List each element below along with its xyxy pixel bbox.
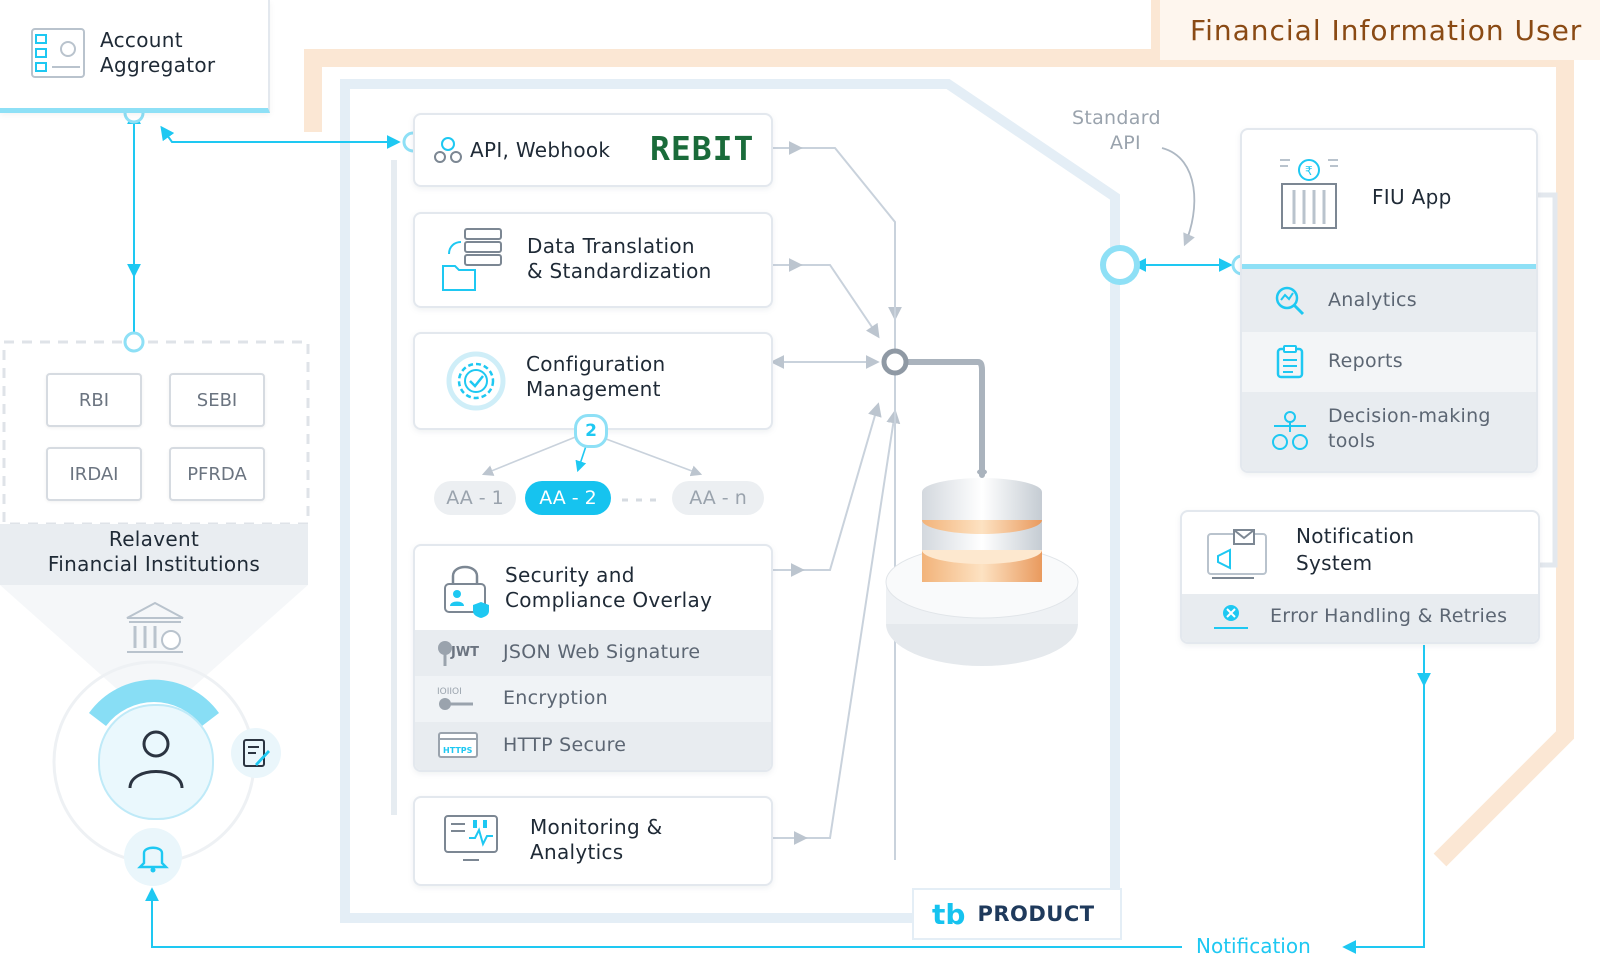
institutions-line1: Relavent bbox=[108, 527, 200, 551]
product-badge: tb PRODUCT bbox=[912, 888, 1122, 940]
regulator-irdai[interactable]: IRDAI bbox=[46, 447, 142, 501]
config-step-badge: 2 bbox=[574, 414, 608, 448]
security-item-jws-label: JSON Web Signature bbox=[503, 641, 701, 663]
fiu-app-card[interactable]: ₹ FIU App Analytics Reports bbox=[1240, 128, 1538, 473]
fiu-item-reports-label: Reports bbox=[1328, 350, 1403, 372]
aa-node-2[interactable]: AA - 2 bbox=[525, 481, 611, 515]
security-item-encryption[interactable]: IOIIOI Encryption bbox=[415, 676, 771, 722]
security-line1: Security and bbox=[505, 563, 635, 587]
data-translation-card[interactable]: Data Translation & Standardization bbox=[413, 212, 773, 308]
api-webhook-card[interactable]: API, Webhook REBIT bbox=[413, 113, 773, 187]
https-icon bbox=[438, 732, 478, 758]
security-item-jws[interactable]: JWT JSON Web Signature bbox=[415, 630, 771, 676]
fiu-item-decision-line2: tools bbox=[1328, 430, 1376, 452]
aa-node-1[interactable]: AA - 1 bbox=[434, 481, 516, 515]
product-label: PRODUCT bbox=[977, 902, 1095, 926]
security-item-encryption-label: Encryption bbox=[503, 687, 609, 709]
notification-system-card[interactable]: Notification System Error Handling & Ret… bbox=[1180, 510, 1540, 644]
key-jwt-icon bbox=[438, 641, 452, 666]
standard-api-line1: Standard bbox=[1072, 107, 1161, 129]
gear-check-icon bbox=[446, 351, 506, 411]
database-stack-icon bbox=[885, 469, 1079, 666]
error-close-icon bbox=[1214, 605, 1248, 629]
account-aggregator-line1: Account bbox=[100, 28, 183, 52]
configuration-line2: Management bbox=[526, 377, 661, 401]
notification-flow-label: Notification bbox=[1192, 934, 1315, 958]
bell-icon bbox=[137, 846, 169, 873]
tb-logo: tb bbox=[932, 897, 966, 931]
bank-icon bbox=[126, 601, 184, 653]
notification-megaphone-icon bbox=[1207, 529, 1267, 579]
error-handling-row[interactable]: Error Handling & Retries bbox=[1182, 594, 1538, 642]
fiu-item-reports[interactable]: Reports bbox=[1242, 332, 1536, 392]
aa-node-n[interactable]: AA - n bbox=[672, 481, 764, 515]
data-translation-line2: & Standardization bbox=[527, 259, 712, 283]
fiu-item-decision-tools[interactable]: Decision-making tools bbox=[1242, 392, 1536, 471]
svg-text:IOIIOI: IOIIOI bbox=[437, 687, 462, 697]
regulator-sebi[interactable]: SEBI bbox=[169, 373, 265, 427]
security-line2: Compliance Overlay bbox=[505, 588, 713, 612]
regulator-rbi[interactable]: RBI bbox=[46, 373, 142, 427]
api-webhook-label: API, Webhook bbox=[470, 138, 611, 162]
fiu-app-title: FIU App bbox=[1372, 185, 1452, 209]
account-aggregator-card[interactable]: Account Aggregator bbox=[0, 0, 270, 113]
edit-document-icon bbox=[243, 739, 270, 767]
analytics-magnifier-icon bbox=[1275, 286, 1305, 316]
account-aggregator-icon bbox=[31, 28, 85, 78]
monitoring-line1: Monitoring & bbox=[530, 815, 663, 839]
security-card[interactable]: Security and Compliance Overlay JWT JSON… bbox=[413, 544, 773, 772]
signature-doc-badge[interactable] bbox=[231, 728, 281, 778]
error-handling-label: Error Handling & Retries bbox=[1270, 605, 1508, 627]
fiu-app-header: ₹ FIU App bbox=[1242, 130, 1536, 269]
configuration-card[interactable]: Configuration Management bbox=[413, 332, 773, 430]
notification-system-line1: Notification bbox=[1296, 524, 1415, 548]
fiu-title: Financial Information User bbox=[1190, 14, 1583, 47]
account-aggregator-line2: Aggregator bbox=[100, 53, 216, 77]
monitoring-card[interactable]: Monitoring & Analytics bbox=[413, 796, 773, 886]
user-avatar[interactable] bbox=[98, 704, 214, 820]
fiu-item-analytics[interactable]: Analytics bbox=[1242, 269, 1536, 332]
decision-tools-icon bbox=[1272, 411, 1308, 450]
webhook-icon bbox=[434, 137, 462, 163]
security-item-https[interactable]: HTTPS HTTP Secure bbox=[415, 722, 771, 770]
data-translation-line1: Data Translation bbox=[527, 234, 695, 258]
data-conversion-icon bbox=[442, 228, 502, 291]
monitoring-line2: Analytics bbox=[530, 840, 624, 864]
lock-user-icon bbox=[444, 565, 489, 618]
security-item-https-label: HTTP Secure bbox=[503, 734, 627, 756]
rebit-logo: REBIT bbox=[650, 129, 755, 168]
building-icon: ₹ bbox=[1280, 159, 1338, 229]
fiu-item-analytics-label: Analytics bbox=[1328, 289, 1417, 311]
monitor-analytics-icon bbox=[444, 815, 498, 861]
jwt-tag: JWT bbox=[451, 645, 480, 660]
institutions-line2: Financial Institutions bbox=[47, 552, 261, 576]
clipboard-icon bbox=[1276, 345, 1304, 379]
configuration-line1: Configuration bbox=[526, 352, 666, 376]
fiu-item-decision-line1: Decision-making bbox=[1328, 405, 1491, 427]
standard-api-line2: API bbox=[1110, 132, 1141, 154]
notification-bell-badge[interactable] bbox=[124, 828, 182, 886]
institutions-label: Relavent Financial Institutions bbox=[0, 524, 308, 585]
svg-text:₹: ₹ bbox=[1305, 164, 1313, 178]
user-icon bbox=[128, 730, 184, 789]
regulator-pfrda[interactable]: PFRDA bbox=[169, 447, 265, 501]
https-tag: HTTPS bbox=[443, 746, 473, 755]
notification-system-line2: System bbox=[1296, 551, 1373, 575]
binary-key-icon: IOIIOI bbox=[437, 687, 473, 710]
